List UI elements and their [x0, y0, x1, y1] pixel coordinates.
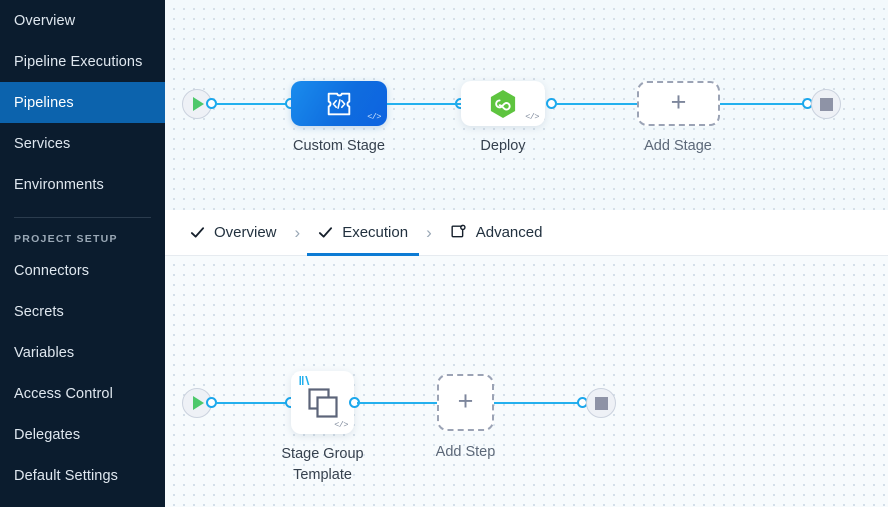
code-badge-icon: </>: [334, 420, 348, 430]
custom-stage-code-icon: [324, 89, 354, 119]
code-badge-icon: </>: [367, 112, 381, 122]
sidebar-item-services[interactable]: Services: [0, 123, 165, 164]
end-node[interactable]: [586, 388, 616, 418]
harness-deploy-hexagon-icon: [489, 89, 517, 119]
tab-label: Advanced: [475, 224, 543, 241]
tab-advanced[interactable]: Advanced: [436, 210, 557, 256]
sidebar-item-label: Pipelines: [14, 94, 74, 111]
sidebar-item-label: Secrets: [14, 303, 64, 320]
sidebar-item-environments[interactable]: Environments: [0, 164, 165, 205]
execution-steps-canvas[interactable]: </> Stage Group Template + Add Step: [165, 256, 888, 507]
sidebar-divider: [14, 217, 151, 218]
sidebar-item-connectors[interactable]: Connectors: [0, 250, 165, 291]
add-step-button[interactable]: +: [437, 374, 494, 431]
code-badge-icon: </>: [525, 112, 539, 122]
sidebar-item-delegates[interactable]: Delegates: [0, 414, 165, 455]
tab-execution[interactable]: Execution: [304, 210, 422, 256]
stop-icon: [819, 97, 833, 111]
sidebar-item-variables[interactable]: Variables: [0, 332, 165, 373]
play-icon: [193, 396, 204, 410]
sidebar-item-label: Delegates: [14, 426, 81, 443]
add-step-label: Add Step: [435, 444, 496, 460]
edge-add-step-to-end: [494, 402, 582, 404]
template-library-icon: [299, 376, 311, 387]
sidebar-item-label: Pipeline Executions: [14, 53, 143, 70]
end-node[interactable]: [811, 89, 841, 119]
plus-icon: +: [670, 87, 687, 117]
sidebar-item-access-control[interactable]: Access Control: [0, 373, 165, 414]
tab-separator-icon: ›: [426, 222, 432, 242]
sidebar-item-label: Default Settings: [14, 467, 118, 484]
tab-label: Execution: [342, 224, 409, 241]
check-icon: [318, 225, 333, 240]
stop-icon: [594, 396, 608, 410]
stage-graph-canvas[interactable]: </> Custom Stage </> Deploy: [165, 0, 888, 210]
stage-node-deploy[interactable]: </>: [461, 81, 545, 126]
stage-config-tabs: Overview › Execution ›: [165, 210, 888, 256]
edge-stage-group-template-to-add-step: [357, 402, 439, 404]
edge-add-stage-to-end: [720, 103, 808, 105]
add-stage-label: Add Stage: [644, 138, 712, 154]
tab-overview[interactable]: Overview: [176, 210, 291, 256]
sidebar-item-pipeline-executions[interactable]: Pipeline Executions: [0, 41, 165, 82]
stage-node-label-deploy: Deploy: [480, 138, 526, 154]
sidebar-item-label: Variables: [14, 344, 75, 361]
check-icon: [190, 225, 205, 240]
sidebar-item-label: Overview: [14, 12, 76, 29]
sidebar-item-default-settings[interactable]: Default Settings: [0, 455, 165, 496]
advanced-settings-icon: [450, 224, 467, 241]
sidebar-item-secrets[interactable]: Secrets: [0, 291, 165, 332]
add-stage-button[interactable]: +: [637, 81, 720, 126]
sidebar: Overview Pipeline Executions Pipelines S…: [0, 0, 165, 507]
edge-custom-stage-to-deploy: [387, 103, 461, 105]
sidebar-item-label: Services: [14, 135, 71, 152]
edge-deploy-to-add-stage: [555, 103, 640, 105]
stage-node-custom-stage[interactable]: </>: [291, 81, 387, 126]
sidebar-item-pipelines[interactable]: Pipelines: [0, 82, 165, 123]
stage-node-label-custom-stage: Custom Stage: [293, 138, 385, 154]
tab-separator-icon: ›: [294, 222, 301, 242]
sidebar-item-overview[interactable]: Overview: [0, 0, 165, 41]
sidebar-item-label: Environments: [14, 176, 104, 193]
step-node-stage-group-template[interactable]: </>: [291, 371, 354, 434]
main-content: </> Custom Stage </> Deploy: [165, 0, 888, 507]
sidebar-item-label: Connectors: [14, 262, 90, 279]
sidebar-section-project-setup: PROJECT SETUP: [14, 233, 118, 245]
stacked-squares-template-icon: [304, 384, 342, 422]
play-icon: [193, 97, 204, 111]
edge-start-to-custom-stage: [215, 103, 295, 105]
edge-start-to-stage-group-template: [215, 402, 295, 404]
step-node-label-stage-group-template: Stage Group Template: [281, 446, 364, 483]
plus-icon: +: [457, 386, 474, 416]
tab-label: Overview: [214, 224, 277, 241]
sidebar-item-label: Access Control: [14, 385, 113, 402]
